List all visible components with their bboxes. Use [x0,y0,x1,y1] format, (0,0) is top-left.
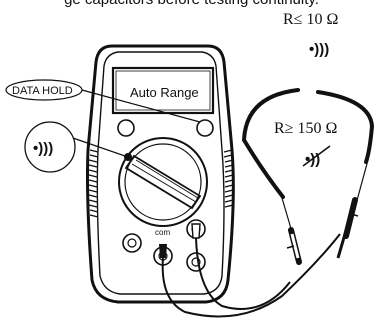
rotary-dial[interactable] [118,137,208,227]
probe-red [281,197,302,265]
probe-short-wire [241,88,375,199]
low-resistance-label: R≤ 10 Ω [283,11,338,28]
dial-knob[interactable] [124,154,202,210]
mute-slash-icon [302,145,331,167]
high-resistance-indicator: R≥ 150 Ω •)) [274,120,337,168]
lcd-display: Auto Range [111,66,215,115]
com-label: com [155,228,170,237]
data-hold-label: DATA HOLD [12,85,73,97]
buzzer-callout: •))) [24,121,129,173]
display-text: Auto Range [130,85,199,100]
data-hold-callout: DATA HOLD [5,79,201,123]
buzzer-sound-icon: •))) [309,41,329,58]
right-grip [223,149,234,208]
low-resistance-indicator: R≤ 10 Ω •))) [283,11,338,58]
jack-left[interactable] [122,233,142,253]
high-resistance-label: R≥ 150 Ω [274,120,337,137]
data-hold-button[interactable] [196,119,214,137]
caption-text: ge capacitors before testing continuity. [0,0,383,8]
test-lead-cables [161,233,341,318]
jack-right-lower[interactable] [186,252,206,272]
left-grip [88,149,99,218]
left-button[interactable] [117,119,135,137]
multimeter-body [86,44,235,304]
dial-pointer [124,153,132,161]
test-lead-plugs [159,223,201,258]
probe-black [336,159,369,259]
buzzer-symbol: •))) [33,140,53,157]
